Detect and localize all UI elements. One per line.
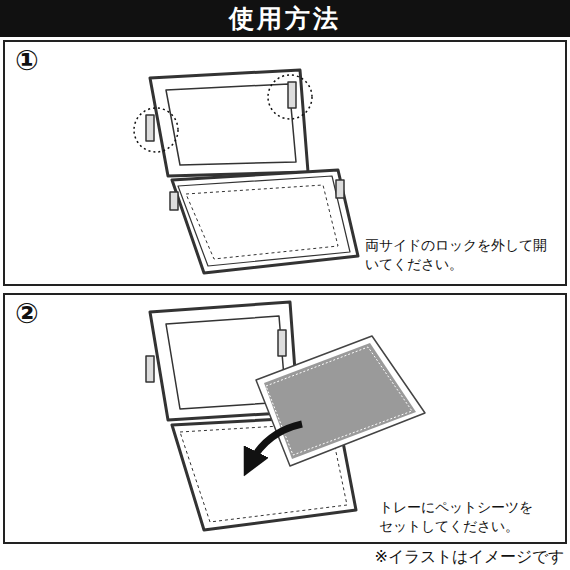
step-panel: ② トレーにペットシーツをセットしてください。 [3,293,567,544]
tray-open [134,70,358,273]
step-number: ② [15,299,39,330]
step-note: トレーにペットシーツをセットしてください。 [379,498,541,536]
step-panel: ① 両サイドのロックを外して開いてください。 [3,40,567,286]
tray-with-sheet [146,302,425,530]
step-note: 両サイドのロックを外して開いてください。 [365,236,547,274]
step-number: ① [15,46,39,77]
caption: ※イラストはイメージです [375,547,564,568]
title: 使用方法 [0,0,570,37]
